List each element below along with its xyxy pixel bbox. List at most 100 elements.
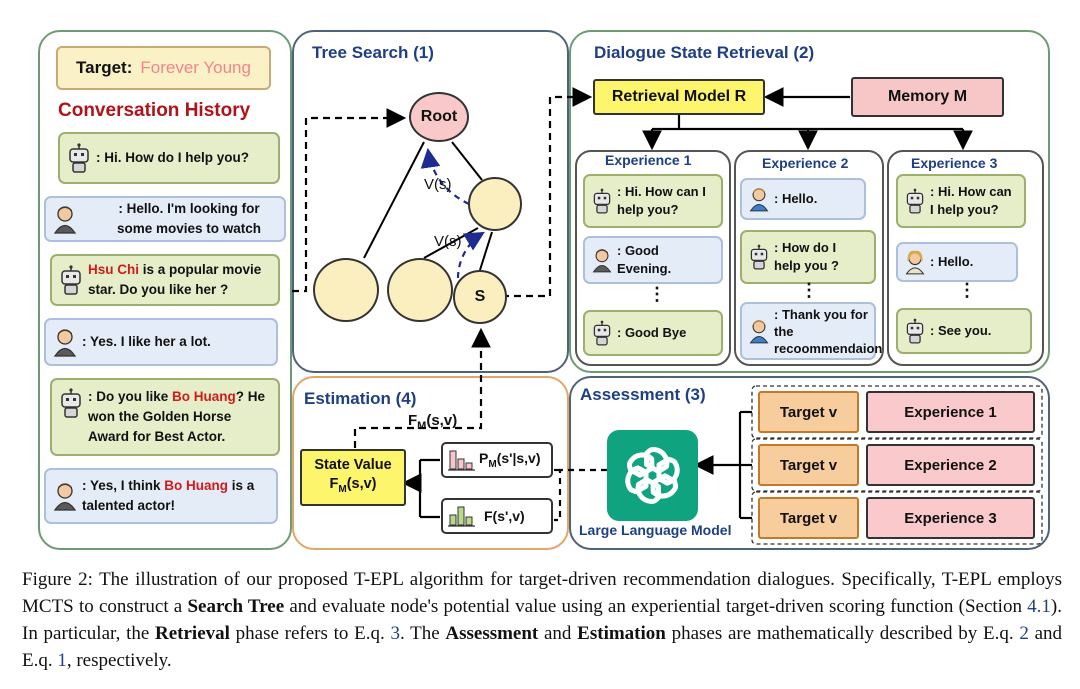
experience-3-title: Experience 3 [911, 155, 998, 171]
history-message-5-text: : Do you like Bo Huang? He won the Golde… [88, 389, 266, 444]
memory-box: Memory M [851, 77, 1004, 117]
equation-ref-link[interactable]: 3 [390, 623, 400, 644]
value-label-2: V(s) [434, 233, 462, 250]
score-function-label: F(s',v) [484, 508, 525, 524]
exp3-message-1-text: : Hi. How can I help you? [930, 184, 1012, 217]
tree-search-panel [292, 30, 569, 373]
user-avatar-icon [905, 250, 925, 275]
exp1-message-3: : Good Bye [583, 310, 723, 356]
user-avatar-icon [53, 483, 77, 511]
user-avatar-icon [749, 320, 769, 344]
history-to-root-arrow [292, 108, 407, 293]
experience-box-1: Experience 1 [866, 391, 1035, 433]
transition-prob-box: PM(s'|s,v) [441, 442, 553, 478]
experience-3-column [887, 150, 1044, 366]
history-message-4-text: : Yes. I like her a lot. [82, 334, 211, 349]
highlight-entity: Bo Huang [172, 389, 236, 404]
experience-1-title: Experience 1 [605, 152, 692, 168]
llm-logo-icon [607, 430, 698, 521]
estimation-panel [292, 376, 569, 550]
robot-icon [593, 320, 611, 346]
exp1-message-2-text: : Good Evening. [617, 243, 672, 276]
target-v-box-1: Target v [758, 391, 859, 433]
figure-caption: Figure 2: The illustration of our propos… [22, 569, 1063, 671]
tree-node [468, 177, 522, 231]
target-v-box-2: Target v [758, 444, 859, 486]
transition-prob-label: PM(s'|s,v) [479, 450, 541, 470]
tree-search-title: Tree Search (1) [312, 43, 434, 62]
s-to-retrieval-arrow [502, 87, 593, 298]
exp2-message-1: : Hello. [740, 178, 866, 220]
exp2-message-2-text: : How do I help you ? [774, 240, 839, 273]
score-function-box: F(s',v) [441, 498, 553, 534]
experience-box-2: Experience 2 [866, 444, 1035, 486]
history-message-1: : Hi. How do I help you? [58, 132, 280, 184]
tree-node [387, 258, 453, 322]
section-ref-link[interactable]: 4.1 [1027, 596, 1051, 617]
highlight-entity: Hsu Chi [88, 262, 140, 277]
history-message-6-text: : Yes, I think Bo Huang is a talented ac… [82, 478, 255, 513]
llm-label: Large Language Model [579, 522, 732, 538]
target-value: Forever Young [140, 58, 251, 77]
root-node: Root [409, 92, 469, 142]
exp1-message-1-text: : Hi. How can I help you? [617, 184, 706, 217]
history-message-2-text: : Hello. I'm looking for some movies to … [116, 201, 262, 236]
exp3-message-3: : See you. [896, 308, 1032, 354]
assessment-panel [569, 376, 1050, 550]
retrieval-panel [569, 30, 1050, 373]
state-value-formula: FM(s,v) [329, 476, 377, 495]
robot-icon [61, 265, 81, 295]
user-avatar-icon [53, 329, 77, 357]
llm-to-estimation-arrow [554, 468, 607, 522]
robot-icon [906, 318, 924, 344]
retrieval-model-box: Retrieval Model R [593, 79, 765, 115]
estimation-title: Estimation (4) [304, 389, 417, 408]
value-label-1: V(s) [424, 176, 452, 193]
history-message-1-text: : Hi. How do I help you? [96, 150, 249, 165]
history-message-4: : Yes. I like her a lot. [44, 318, 278, 366]
retrieval-model-label: Retrieval Model R [611, 88, 747, 105]
state-value-label: State Value [314, 457, 392, 474]
exp2-message-3-text: : Thank you for the recoommendaion [774, 306, 883, 356]
robot-icon [61, 388, 81, 418]
exp3-message-2: : Hello. [896, 242, 1018, 282]
s-node: S [453, 270, 507, 324]
equation-ref-link[interactable]: 2 [1019, 623, 1029, 644]
target-v-box-3: Target v [758, 497, 859, 539]
experience-1-column [575, 150, 731, 366]
state-value-box: State Value FM(s,v) [300, 449, 406, 506]
experience-2-column [734, 150, 884, 366]
target-label: Target: [76, 58, 133, 77]
exp1-message-3-text: : Good Bye [617, 325, 687, 340]
exp3-message-1: : Hi. How can I help you? [896, 174, 1026, 228]
user-avatar-icon [53, 206, 77, 234]
backup-arrow-1 [420, 147, 470, 205]
conversation-history-title: Conversation History [58, 100, 251, 121]
user-avatar-icon [592, 249, 612, 273]
exp2-message-3: : Thank you for the recoommendaion [740, 302, 882, 360]
highlight-entity: Bo Huang [164, 478, 229, 493]
experience-box-3: Experience 3 [866, 497, 1035, 539]
assessment-title: Assessment (3) [580, 385, 706, 404]
memory-label: Memory M [887, 88, 968, 105]
robot-icon [593, 188, 611, 214]
exp3-message-2-text: : Hello. [930, 254, 974, 269]
exp2-message-2: : How do I help you ? [740, 230, 876, 284]
robot-icon [69, 143, 89, 173]
bar-chart-icon [448, 450, 475, 471]
tree-node [313, 258, 379, 322]
bar-chart-icon [448, 506, 475, 527]
conversation-history-panel [38, 30, 292, 550]
history-message-3: Hsu Chi is a popular movie star. Do you … [50, 254, 280, 306]
target-box: Target: Forever Young [56, 46, 271, 90]
s-node-label: S [474, 288, 486, 305]
retrieval-title: Dialogue State Retrieval (2) [594, 43, 815, 62]
history-message-6: : Yes, I think Bo Huang is a talented ac… [44, 468, 278, 524]
fm-value-label: FM(s,v) [408, 412, 458, 432]
equation-ref-link[interactable]: 1 [57, 650, 67, 671]
history-message-5: : Do you like Bo Huang? He won the Golde… [50, 378, 280, 456]
robot-icon [906, 188, 924, 214]
backup-arrow-2 [456, 231, 485, 279]
exp2-ellipsis: ⋮ [800, 280, 818, 300]
